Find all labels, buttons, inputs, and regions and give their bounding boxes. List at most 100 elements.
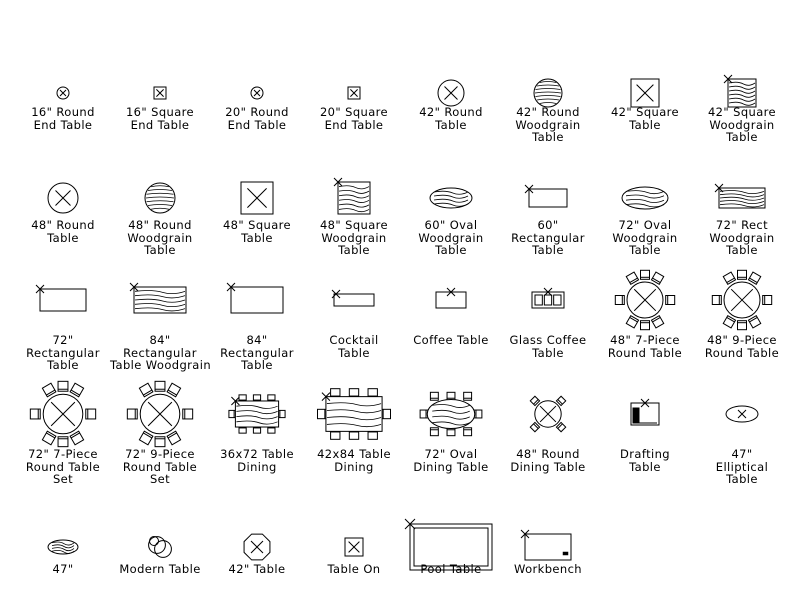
symbol-label-line: 72" 7-Piece — [28, 447, 98, 461]
symbol-label-line: 72" Oval — [618, 218, 672, 232]
round-dining-set-icon — [29, 380, 97, 448]
symbol-label-line: 72" — [52, 333, 74, 347]
symbol-label-line: 72" Rect — [715, 218, 769, 232]
round-table-icon — [47, 182, 79, 214]
symbol-label-line: 47" — [52, 562, 74, 576]
symbol-label-line: Workbench — [514, 562, 582, 576]
symbol-label-line: Table — [338, 345, 370, 360]
symbol-label-line: Woodgrain — [321, 230, 387, 245]
cocktail-table-icon — [331, 289, 375, 307]
symbol-label-line: Table — [726, 130, 758, 144]
pool-table-icon — [404, 518, 493, 571]
round-woodgrain-table-icon — [533, 78, 563, 108]
square-table-icon — [630, 78, 660, 108]
symbol-label-line: Table — [629, 459, 661, 474]
symbol-label-line: 60" Oval — [424, 218, 478, 232]
symbol-label-line: Table Woodgrain — [110, 358, 212, 372]
symbol-label-line: Round Table — [25, 459, 101, 474]
rectangular-table-icon — [524, 184, 568, 208]
symbol-label-line: Elliptical — [715, 459, 769, 474]
symbol-label-line: 42" Table — [228, 562, 286, 576]
symbol-label-line: 16" Square — [125, 105, 195, 119]
symbol-label-line: Table — [629, 117, 661, 132]
symbol-label-line: 84" — [149, 333, 171, 347]
symbol-label-line: 42" Square — [610, 105, 680, 119]
symbol-label-line: Rectangular — [220, 345, 294, 360]
round-dining-set-icon — [614, 269, 676, 331]
symbol-label-line: Dining — [237, 459, 277, 474]
symbol-label: 47" — [13, 563, 113, 576]
symbol-label-line: Woodgrain — [709, 117, 775, 132]
symbol-label-line: Table — [726, 243, 758, 257]
rect-woodgrain-table-icon — [714, 183, 766, 209]
symbol-label-line: 42" Round — [516, 105, 580, 119]
symbol-label-line: Table — [241, 230, 273, 245]
symbol-label-line: 20" Round — [225, 105, 289, 119]
modern-table-icon — [148, 536, 172, 558]
symbol-label-line: Dining — [334, 459, 374, 474]
oval-woodgrain-table-icon — [47, 539, 79, 555]
symbol-label-line: Table — [532, 243, 564, 257]
symbol-label-line: 48" Square — [319, 218, 389, 232]
drafting-table-icon — [630, 398, 660, 426]
symbol-label-line: 48" Round — [128, 218, 192, 232]
square-woodgrain-table-icon — [333, 177, 371, 215]
round-woodgrain-table-icon — [144, 182, 176, 214]
rectangular-table-icon — [226, 282, 284, 314]
symbol-label-line: Pool Table — [420, 562, 482, 576]
square-table-icon — [347, 86, 361, 100]
symbol-label-line: Table — [47, 230, 79, 245]
symbol-label-line: Set — [52, 472, 74, 486]
symbol-label: Workbench — [498, 563, 598, 576]
symbol-label-line: Rectangular — [26, 345, 100, 360]
square-table-icon — [153, 86, 167, 100]
symbol-label-line: 84" — [246, 333, 268, 347]
symbol-label-line: End Table — [227, 117, 287, 132]
symbol-label: Modern Table — [110, 563, 210, 576]
glass-coffee-table-icon — [531, 287, 565, 309]
symbol-label-line: Drafting — [620, 447, 670, 461]
round-table-icon — [250, 86, 264, 100]
symbol-label-line: 42x84 Table — [317, 447, 391, 461]
symbol-label-line: Table On — [327, 562, 381, 576]
symbol-label-line: 48" Round — [516, 447, 580, 461]
rect-dining-set-icon — [316, 388, 392, 440]
symbol-label-line: 36x72 Table — [220, 447, 294, 461]
symbol-label-line: Dining Table — [413, 459, 489, 474]
round-dining-set-icon — [711, 269, 773, 331]
round-dining-set-icon — [529, 395, 567, 433]
symbol-label-line: Table — [532, 345, 564, 360]
symbol-label-line: 48" Round — [31, 218, 95, 232]
rect-dining-set-icon — [228, 394, 286, 434]
symbol-label-line: Dining Table — [510, 459, 586, 474]
symbol-label-line: Table — [726, 472, 758, 486]
rect-woodgrain-table-icon — [129, 282, 187, 314]
symbol-label-line: 48" Square — [222, 218, 292, 232]
oval-woodgrain-table-icon — [621, 186, 669, 210]
symbol-label-line: Table — [338, 243, 370, 257]
symbol-label-line: Table — [629, 243, 661, 257]
symbol-label-line: 48" 9-Piece — [707, 333, 777, 347]
symbol-label-line: 42" Square — [707, 105, 777, 119]
oval-woodgrain-table-icon — [429, 187, 473, 209]
symbol-label-line: Woodgrain — [127, 230, 193, 245]
round-table-icon — [437, 79, 465, 107]
rectangular-table-icon — [35, 284, 87, 312]
